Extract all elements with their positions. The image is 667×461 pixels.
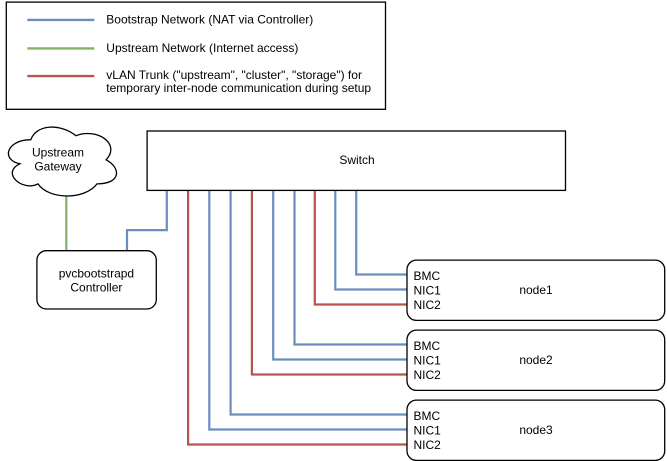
- svg-text:NIC2: NIC2: [414, 438, 442, 452]
- svg-text:Bootstrap Network (NAT via Con: Bootstrap Network (NAT via Controller): [106, 13, 313, 27]
- svg-text:Upstream Network (Internet acc: Upstream Network (Internet access): [106, 41, 298, 55]
- svg-text:temporary inter-node communica: temporary inter-node communication durin…: [106, 81, 371, 95]
- svg-text:BMC: BMC: [414, 269, 441, 283]
- svg-text:BMC: BMC: [414, 339, 441, 353]
- svg-text:BMC: BMC: [414, 409, 441, 423]
- svg-text:NIC2: NIC2: [414, 368, 442, 382]
- svg-text:node1: node1: [519, 283, 553, 297]
- svg-text:Controller: Controller: [70, 281, 122, 295]
- svg-text:pvcbootstrapd: pvcbootstrapd: [59, 266, 134, 280]
- svg-text:node3: node3: [519, 423, 553, 437]
- svg-text:node2: node2: [519, 353, 553, 367]
- svg-text:NIC1: NIC1: [414, 283, 442, 297]
- svg-text:vLAN Trunk ("upstream", "clust: vLAN Trunk ("upstream", "cluster", "stor…: [106, 68, 362, 82]
- svg-text:Upstream: Upstream: [32, 146, 84, 160]
- svg-text:Switch: Switch: [339, 153, 374, 167]
- svg-text:NIC1: NIC1: [414, 423, 442, 437]
- svg-text:NIC2: NIC2: [414, 298, 442, 312]
- svg-text:NIC1: NIC1: [414, 353, 442, 367]
- svg-text:Gateway: Gateway: [34, 160, 81, 174]
